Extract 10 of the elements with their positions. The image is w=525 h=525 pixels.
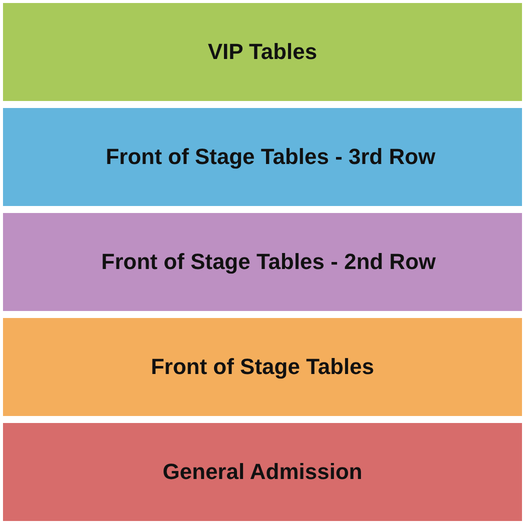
seating-section <box>3 213 522 311</box>
seating-section <box>3 108 522 206</box>
section-label: Front of Stage Tables - 2nd Row <box>101 249 436 275</box>
seating-section <box>3 3 522 101</box>
section-label: VIP Tables <box>208 39 318 65</box>
section-label: Front of Stage Tables <box>150 354 374 380</box>
section-label: General Admission <box>162 459 362 485</box>
seating-section <box>3 423 522 521</box>
section-label: Front of Stage Tables - 3rd Row <box>106 144 436 170</box>
seating-section <box>3 318 522 416</box>
